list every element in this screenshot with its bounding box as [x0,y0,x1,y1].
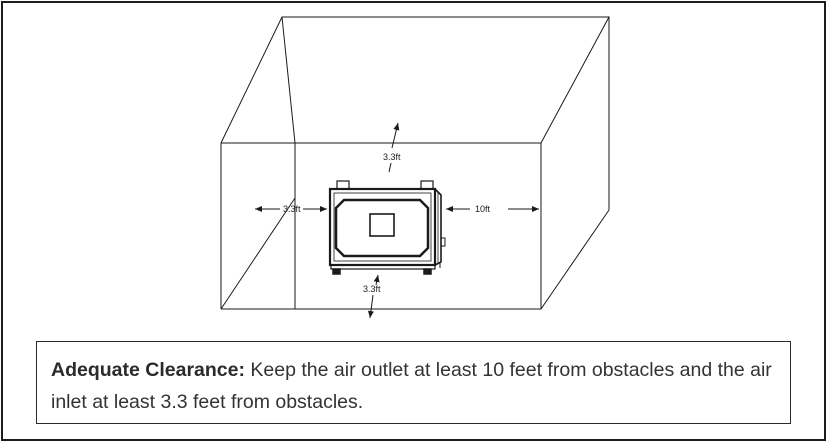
left-clearance-label: 3.3ft [283,204,301,214]
note-title: Adequate Clearance: [51,359,245,381]
right-clearance-label: 10ft [475,204,491,214]
dehumidifier-unit [328,180,446,275]
top-arrow [391,122,400,149]
bottom-clearance-label: 3.3ft [363,284,381,294]
note-body: Keep the air outlet at least 10 feet fro… [51,359,772,413]
bottom-arrow [373,274,380,286]
clearance-note: Adequate Clearance: Keep the air outlet … [36,341,791,424]
top-clearance-label: 3.3ft [383,152,401,162]
room-wireframe [220,16,610,310]
clearance-arrows [255,122,539,319]
